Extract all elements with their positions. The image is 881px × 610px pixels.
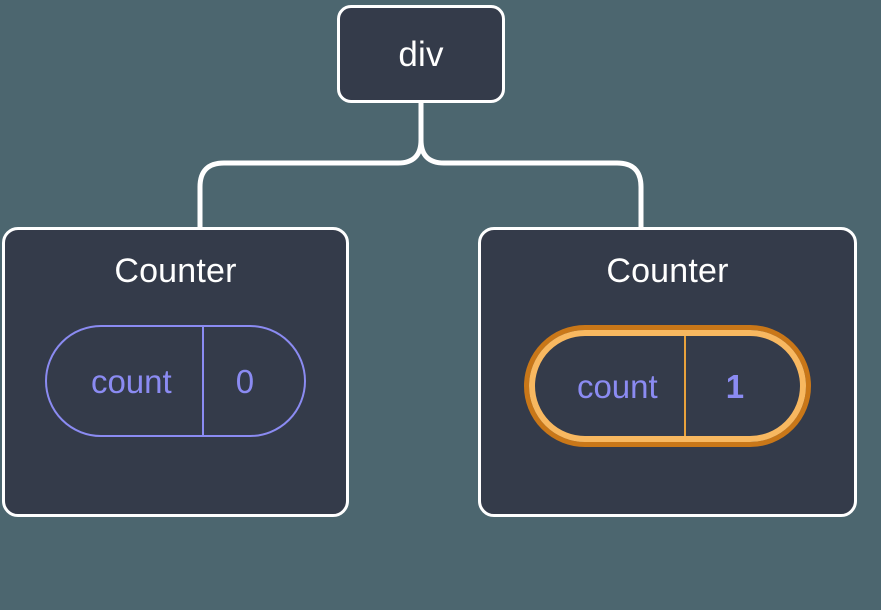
state-pill-count[interactable]: count 0 xyxy=(44,325,307,437)
component-panel-counter-right[interactable]: Counter count 1 xyxy=(478,227,857,517)
root-node-div[interactable]: div xyxy=(337,5,505,103)
component-title: Counter xyxy=(606,252,729,290)
state-value-label: 1 xyxy=(725,367,745,405)
state-pill-divider xyxy=(683,336,686,436)
state-pill-wrapper-highlighted: count 1 xyxy=(481,325,854,447)
state-key-label: count xyxy=(576,367,658,405)
state-value-label: 0 xyxy=(235,362,255,400)
state-key-label: count xyxy=(90,362,172,400)
component-panel-counter-left[interactable]: Counter count 0 xyxy=(2,227,349,517)
state-pill-count-highlighted[interactable]: count 1 xyxy=(523,325,812,447)
state-pill-divider xyxy=(201,327,204,435)
state-pill-inner-ring: count 1 xyxy=(528,330,807,442)
component-title: Counter xyxy=(114,252,237,290)
state-pill-wrapper: count 0 xyxy=(5,325,346,437)
diagram-canvas: div Counter count 0 Counter count 1 xyxy=(2,5,857,517)
root-node-label: div xyxy=(398,34,444,74)
